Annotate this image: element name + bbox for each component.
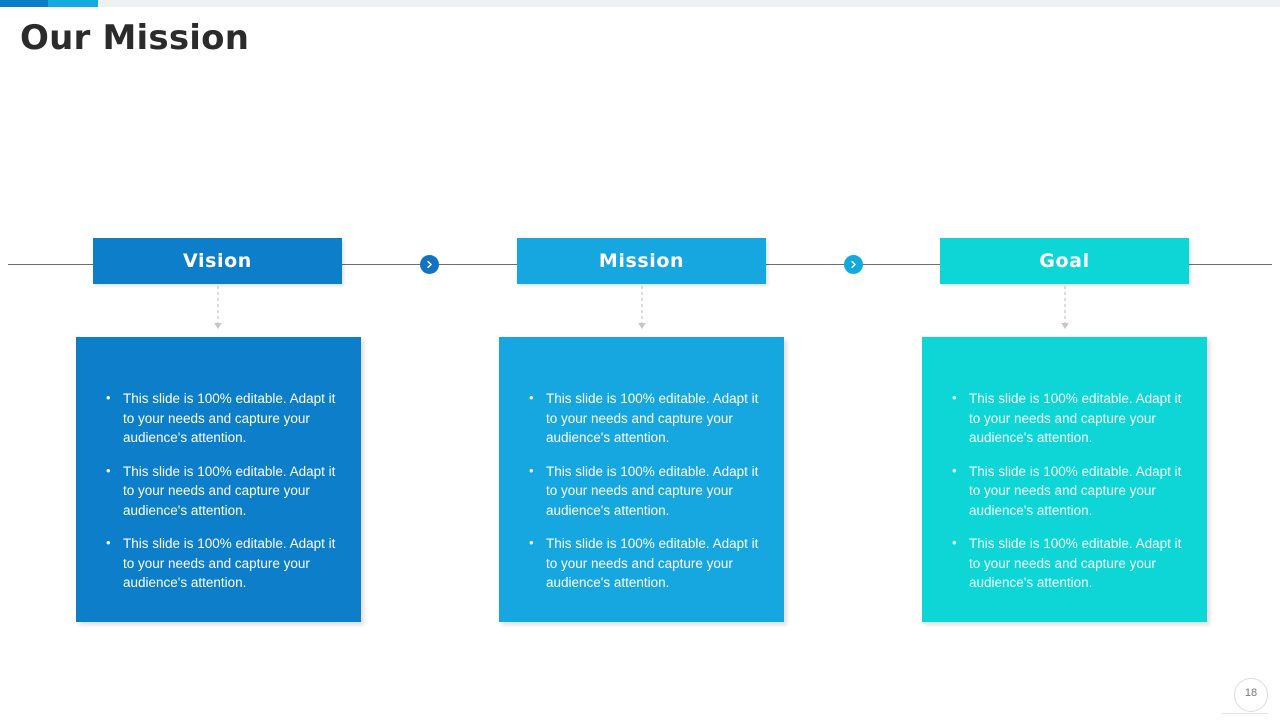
content-panel-goal: This slide is 100% editable. Adapt it to… bbox=[922, 337, 1207, 622]
stage-header-label: Goal bbox=[1039, 250, 1090, 272]
list-item: This slide is 100% editable. Adapt it to… bbox=[98, 461, 339, 521]
connector-vision-to-mission bbox=[420, 255, 439, 274]
page-number-circle bbox=[1234, 678, 1268, 712]
page-title: Our Mission bbox=[20, 18, 250, 58]
connector-mission-to-goal bbox=[844, 255, 863, 274]
down-arrow-icon-goal bbox=[1058, 286, 1072, 332]
page-number-badge: 18 bbox=[1222, 678, 1268, 714]
accent-segment-track bbox=[98, 0, 1280, 7]
top-accent-bar bbox=[0, 0, 1280, 7]
list-item: This slide is 100% editable. Adapt it to… bbox=[98, 388, 339, 448]
chevron-right-icon bbox=[849, 260, 858, 269]
list-item: This slide is 100% editable. Adapt it to… bbox=[521, 533, 762, 593]
accent-segment-primary bbox=[0, 0, 48, 7]
stage-header-goal[interactable]: Goal bbox=[940, 238, 1189, 284]
bullet-list: This slide is 100% editable. Adapt it to… bbox=[98, 388, 339, 593]
accent-segment-secondary bbox=[48, 0, 98, 7]
content-panel-vision: This slide is 100% editable. Adapt it to… bbox=[76, 337, 361, 622]
down-arrow-icon-vision bbox=[211, 286, 225, 332]
list-item: This slide is 100% editable. Adapt it to… bbox=[521, 461, 762, 521]
page-number: 18 bbox=[1244, 687, 1258, 699]
page-number-rule bbox=[1222, 713, 1268, 714]
stage-header-mission[interactable]: Mission bbox=[517, 238, 766, 284]
chevron-right-icon bbox=[425, 260, 434, 269]
list-item: This slide is 100% editable. Adapt it to… bbox=[944, 461, 1185, 521]
stage-header-vision[interactable]: Vision bbox=[93, 238, 342, 284]
bullet-list: This slide is 100% editable. Adapt it to… bbox=[944, 388, 1185, 593]
list-item: This slide is 100% editable. Adapt it to… bbox=[944, 388, 1185, 448]
list-item: This slide is 100% editable. Adapt it to… bbox=[521, 388, 762, 448]
list-item: This slide is 100% editable. Adapt it to… bbox=[98, 533, 339, 593]
bullet-list: This slide is 100% editable. Adapt it to… bbox=[521, 388, 762, 593]
stage-header-label: Mission bbox=[598, 250, 685, 272]
down-arrow-icon-mission bbox=[635, 286, 649, 332]
list-item: This slide is 100% editable. Adapt it to… bbox=[944, 533, 1185, 593]
content-panel-mission: This slide is 100% editable. Adapt it to… bbox=[499, 337, 784, 622]
stage-header-label: Vision bbox=[183, 250, 252, 272]
